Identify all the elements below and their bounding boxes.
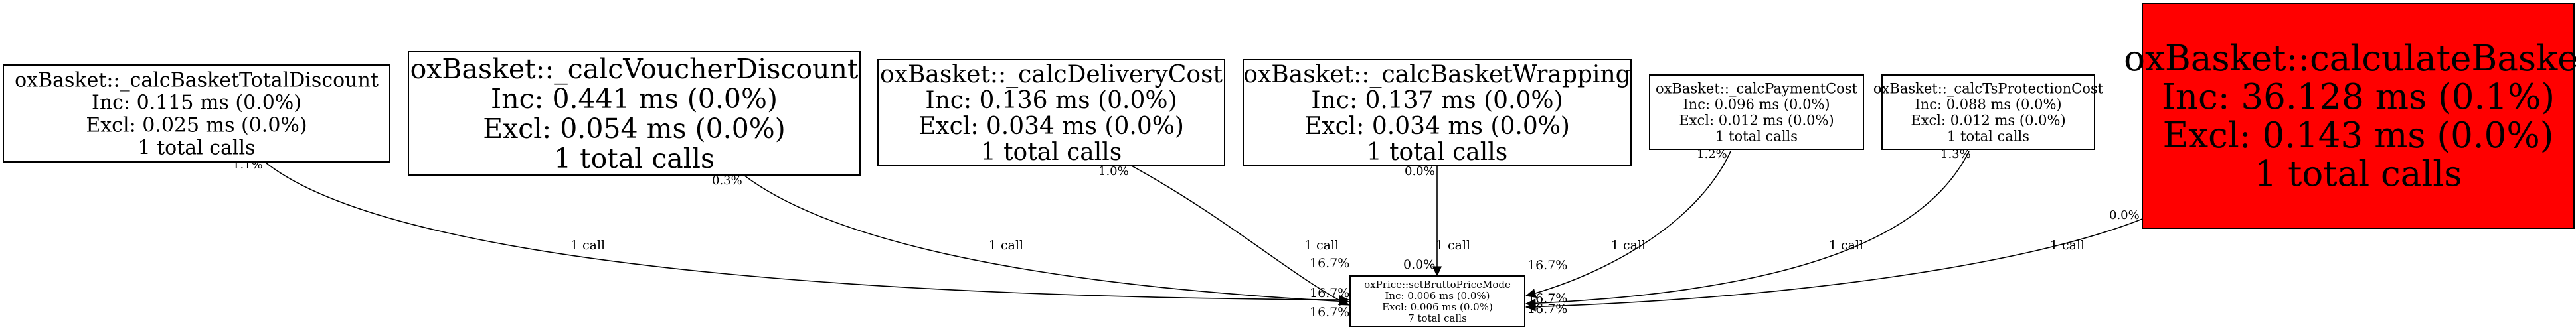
edge-arrowhead: [1525, 289, 1537, 298]
edge-head-percent: 16.7%: [1527, 258, 1567, 273]
node-calc-delivery-cost-box: [877, 59, 1225, 166]
edge-arrowhead: [1432, 266, 1442, 277]
edge-head-percent: 16.7%: [1310, 256, 1349, 271]
edge-tail-percent: 0.3%: [712, 174, 742, 188]
edge-head-percent: 16.7%: [1527, 291, 1567, 306]
node-calc-basket-total-discount-line-2: Excl: 0.025 ms (0.0%): [86, 114, 307, 137]
edge-arrowhead: [1337, 296, 1350, 306]
edge-head-percent: 16.7%: [1310, 305, 1349, 320]
node-set-brutto-price-mode-line-2: Excl: 0.006 ms (0.0%): [1382, 301, 1493, 313]
edge-tail-percent: 0.0%: [1405, 164, 1435, 178]
node-calc-ts-protection-cost-line-1: Inc: 0.088 ms (0.0%): [1915, 96, 2061, 112]
edge-line: [1525, 151, 1970, 304]
edge-line: [1525, 151, 1731, 296]
node-calculate-basket-line-2: Excl: 0.143 ms (0.0%): [2163, 115, 2554, 156]
node-set-brutto-price-mode-line-3: 7 total calls: [1408, 312, 1467, 324]
edge-line: [265, 162, 1349, 300]
edge-call-label: 1 call: [1304, 238, 1339, 253]
node-calc-payment-cost-box: [1649, 74, 1864, 150]
node-calc-ts-protection-cost-box: [1881, 74, 2095, 150]
edge-line: [743, 174, 1349, 302]
node-calc-basket-wrapping-line-0: oxBasket::_calcBasketWrapping: [1243, 61, 1630, 88]
edge-head-percent: 16.7%: [1527, 302, 1567, 316]
edge-line: [1131, 165, 1349, 306]
edge-call-label: 1 call: [1611, 238, 1646, 253]
node-calculate-basket-box: [2142, 3, 2575, 229]
edge-head-percent: 16.7%: [1310, 286, 1349, 300]
node-calculate-basket-line-1: Inc: 36.128 ms (0.1%): [2162, 77, 2555, 117]
node-set-brutto-price-mode-line-0: oxPrice::setBruttoPriceMode: [1364, 279, 1511, 291]
node-calc-payment-cost-line-2: Excl: 0.012 ms (0.0%): [1679, 112, 1834, 128]
node-calc-payment-cost-line-1: Inc: 0.096 ms (0.0%): [1683, 96, 1830, 112]
node-calc-ts-protection-cost-line-3: 1 total calls: [1947, 128, 2029, 144]
edge-tail-percent: 1.3%: [1940, 147, 1971, 161]
node-calc-basket-wrapping-line-1: Inc: 0.137 ms (0.0%): [1311, 87, 1563, 114]
edge-tail-percent: 1.2%: [1697, 147, 1727, 161]
node-calc-payment-cost-line-3: 1 total calls: [1715, 128, 1798, 144]
node-calc-basket-total-discount-line-0: oxBasket::_calcBasketTotalDiscount: [15, 69, 379, 92]
node-calc-voucher-discount-line-1: Inc: 0.441 ms (0.0%): [491, 83, 778, 115]
edge-n7-to-n8: 1 call 0.0% 16.7%: [1525, 208, 2143, 316]
node-calc-voucher-discount-line-0: oxBasket::_calcVoucherDiscount: [410, 53, 859, 85]
node-calc-delivery-cost-line-1: Inc: 0.136 ms (0.0%): [925, 87, 1177, 114]
edge-call-label: 1 call: [1829, 238, 1863, 253]
edge-arrowhead: [1525, 302, 1536, 312]
node-calc-voucher-discount-line-3: 1 total calls: [554, 143, 715, 174]
node-calc-basket-total-discount-line-1: Inc: 0.115 ms (0.0%): [92, 92, 301, 115]
node-calc-payment-cost-line-0: oxBasket::_calcPaymentCost: [1656, 80, 1858, 96]
edge-call-label: 1 call: [2050, 238, 2085, 253]
node-calc-basket-wrapping-line-3: 1 total calls: [1367, 139, 1508, 166]
node-calc-delivery-cost-line-2: Excl: 0.034 ms (0.0%): [918, 113, 1184, 140]
node-calculate-basket-line-3: 1 total calls: [2255, 154, 2462, 194]
node-calc-voucher-discount-box: [408, 51, 861, 176]
edge-n2-to-n8: 1 call 0.3% 16.7%: [712, 174, 1349, 320]
node-set-brutto-price-mode-box: [1349, 275, 1525, 327]
node-calc-basket-wrapping-line-2: Excl: 0.034 ms (0.0%): [1304, 113, 1570, 140]
node-calc-delivery-cost-line-0: oxBasket::_calcDeliveryCost: [880, 61, 1223, 88]
node-calc-voucher-discount-line-2: Excl: 0.054 ms (0.0%): [483, 113, 785, 145]
edge-tail-percent: 0.0%: [2109, 208, 2140, 222]
node-calc-basket-total-discount-box: [3, 64, 390, 163]
edge-call-label: 1 call: [570, 238, 605, 253]
node-calc-basket-wrapping-box: [1243, 59, 1632, 166]
edge-n3-to-n8: 1 call 1.0% 16.7%: [1098, 164, 1350, 306]
node-calc-ts-protection-cost-line-2: Excl: 0.012 ms (0.0%): [1911, 112, 2065, 128]
node-calc-basket-total-discount-line-3: 1 total calls: [137, 137, 255, 160]
node-calc-ts-protection-cost-line-0: oxBasket::_calcTsProtectionCost: [1873, 80, 2104, 96]
edge-call-label: 1 call: [989, 238, 1023, 253]
node-set-brutto-price-mode-line-1: Inc: 0.006 ms (0.0%): [1385, 290, 1490, 302]
edge-tail-percent: 1.0%: [1098, 164, 1129, 178]
edge-call-label: 1 call: [1436, 238, 1470, 253]
edge-head-percent: 0.0%: [1403, 257, 1435, 272]
edge-n6-to-n8: 1 call 1.3% 16.7%: [1525, 147, 1971, 308]
node-calculate-basket-line-0: oxBasket::calculateBasket: [2124, 38, 2576, 79]
edge-n5-to-n8: 1 call 1.2% 16.7%: [1525, 147, 1731, 298]
node-calc-delivery-cost-line-3: 1 total calls: [981, 139, 1122, 166]
edge-line: [1525, 218, 2143, 308]
